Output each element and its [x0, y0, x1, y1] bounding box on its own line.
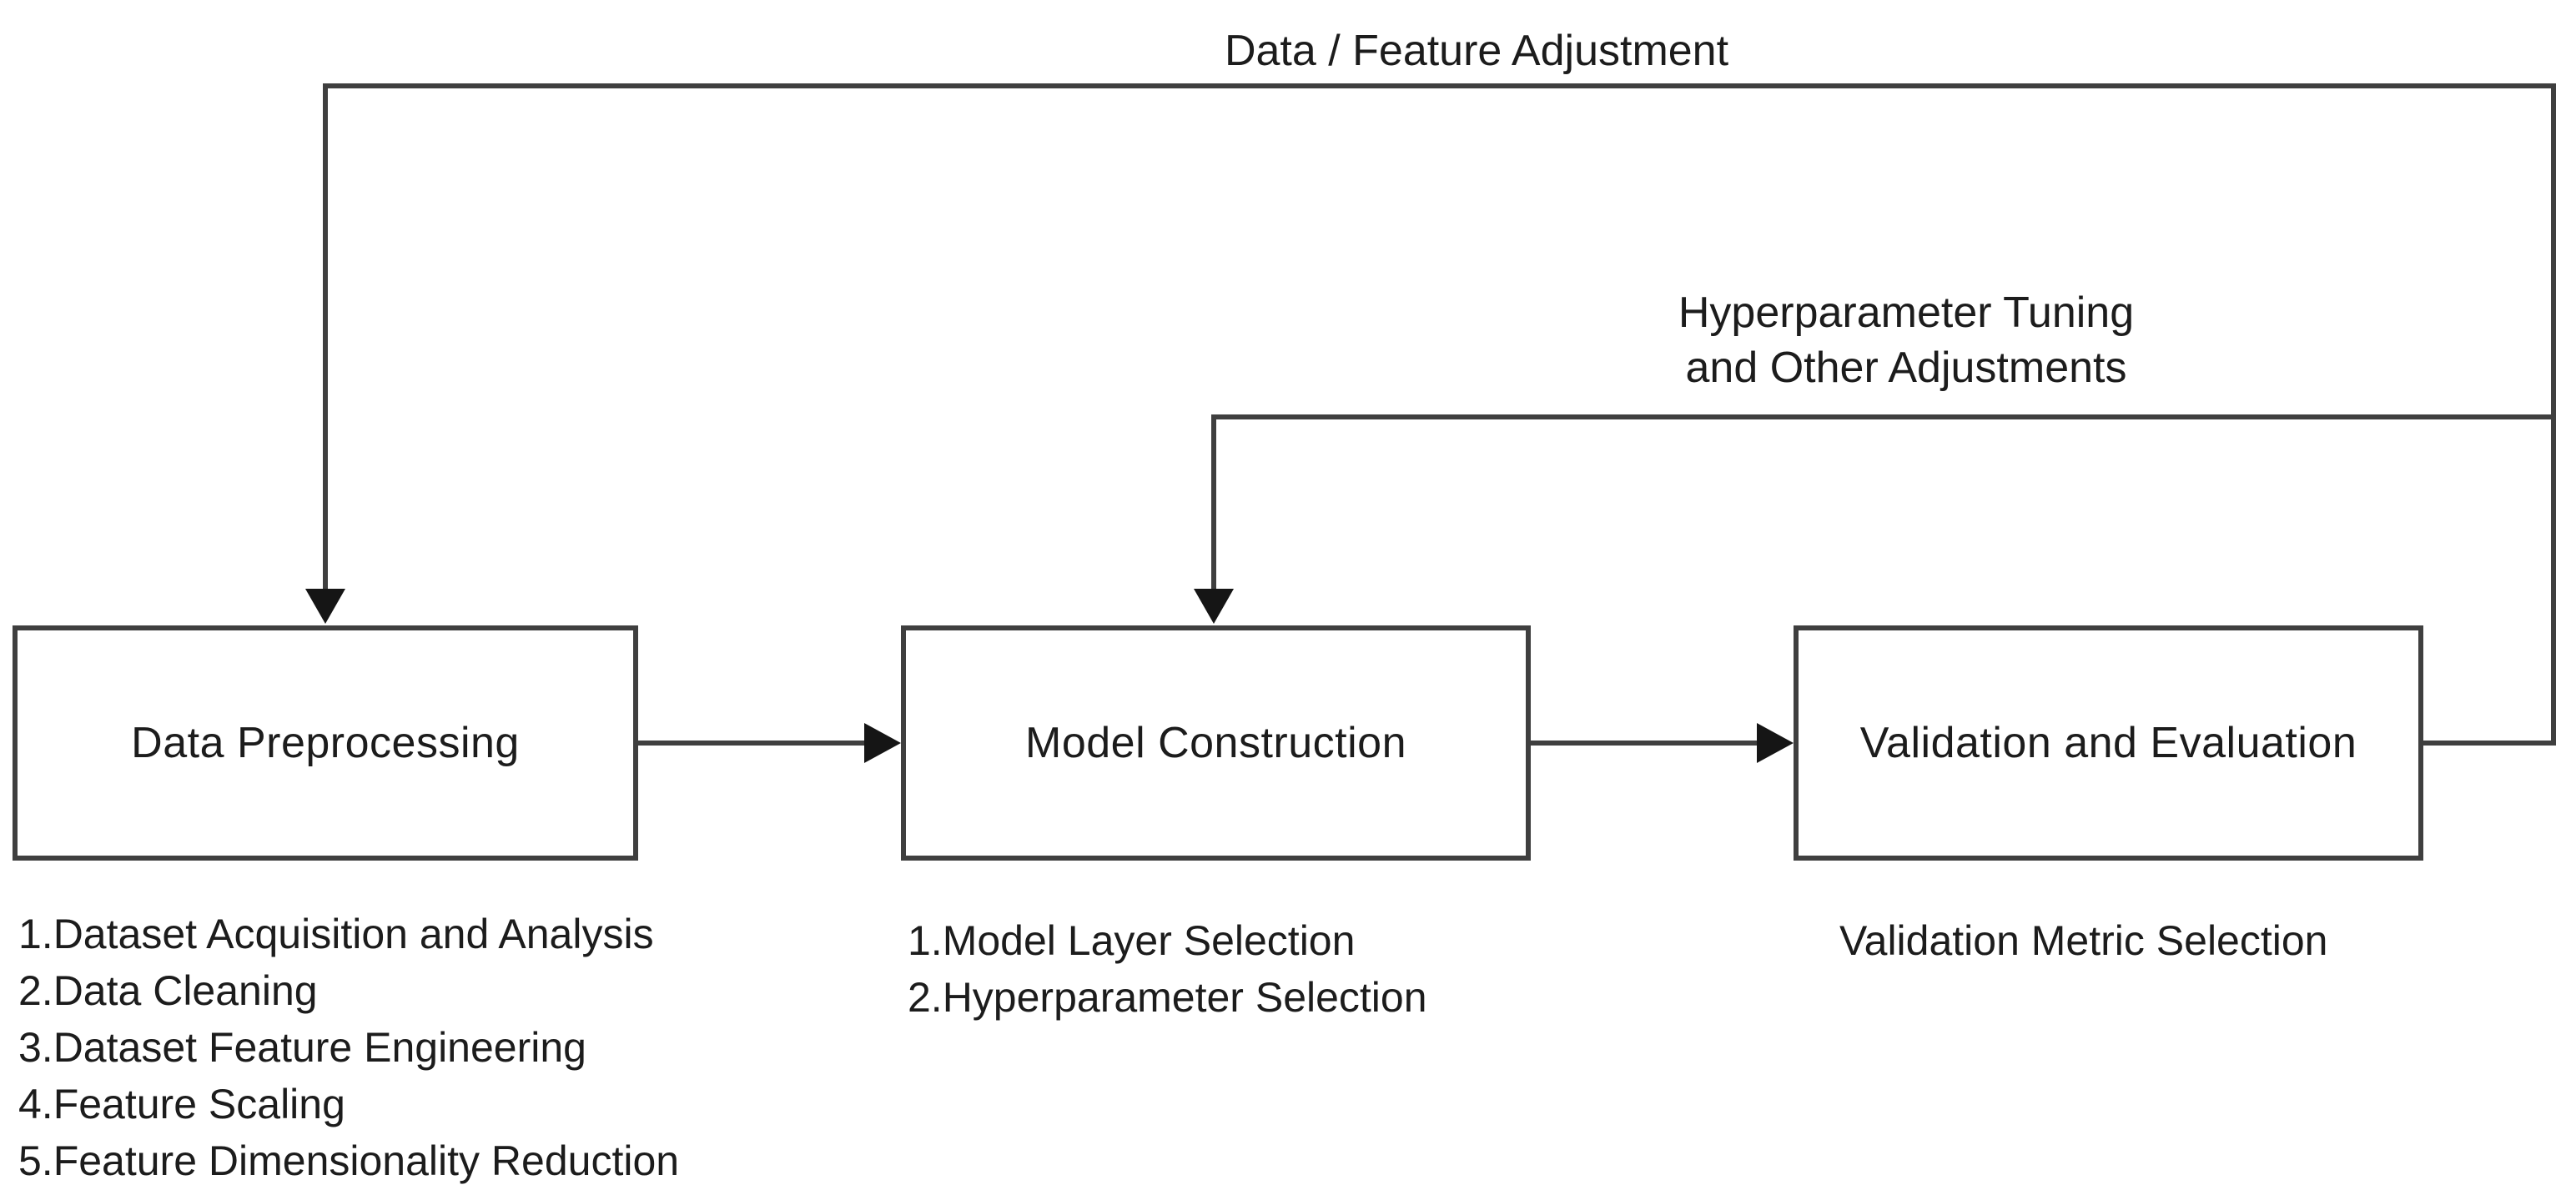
hyperparameter-tuning-label-line2: and Other Adjustments	[1685, 344, 2127, 392]
preprocessing-notes-list: 1.Dataset Acquisition and Analysis 2.Dat…	[18, 906, 679, 1189]
flow-line-model-to-validation	[1531, 741, 1760, 746]
model-construction-note-item: 2.Hyperparameter Selection	[908, 974, 1427, 1021]
model-construction-note-item: 1.Model Layer Selection	[908, 917, 1356, 964]
box-model-construction: Model Construction	[901, 625, 1531, 861]
data-feature-adjustment-label: Data / Feature Adjustment	[1224, 27, 1729, 75]
preprocessing-note-item: 4.Feature Scaling	[18, 1081, 345, 1127]
box-validation-evaluation: Validation and Evaluation	[1794, 625, 2423, 861]
arrowhead-preprocessing-to-model-icon	[864, 723, 901, 763]
validation-note: Validation Metric Selection	[1839, 917, 2328, 964]
arrowhead-into-preprocessing-icon	[305, 589, 345, 624]
feedback-line-top-horizontal	[323, 83, 2556, 88]
flow-line-validation-to-feedback	[2422, 741, 2556, 746]
model-construction-notes-list: 1.Model Layer Selection 2.Hyperparameter…	[908, 912, 1427, 1026]
box-data-preprocessing-label: Data Preprocessing	[131, 719, 520, 767]
box-validation-evaluation-label: Validation and Evaluation	[1859, 719, 2357, 767]
preprocessing-note-item: 5.Feature Dimensionality Reduction	[18, 1137, 680, 1184]
flow-line-preprocessing-to-model	[638, 741, 868, 746]
box-data-preprocessing: Data Preprocessing	[13, 625, 638, 861]
preprocessing-note-item: 2.Data Cleaning	[18, 967, 318, 1014]
feedback-line-drop-model-construction	[1211, 414, 1216, 592]
arrowhead-model-to-validation-icon	[1757, 723, 1794, 763]
feedback-line-drop-preprocessing	[323, 83, 328, 592]
preprocessing-note-item: 3.Dataset Feature Engineering	[18, 1024, 586, 1071]
hyperparameter-tuning-label: Hyperparameter Tuning and Other Adjustme…	[1510, 285, 2302, 395]
preprocessing-note-item: 1.Dataset Acquisition and Analysis	[18, 911, 654, 957]
arrowhead-into-model-construction-icon	[1194, 589, 1234, 624]
box-model-construction-label: Model Construction	[1025, 719, 1406, 767]
hyperparameter-tuning-label-line1: Hyperparameter Tuning	[1678, 289, 2135, 337]
feedback-line-middle-horizontal	[1211, 414, 2556, 419]
